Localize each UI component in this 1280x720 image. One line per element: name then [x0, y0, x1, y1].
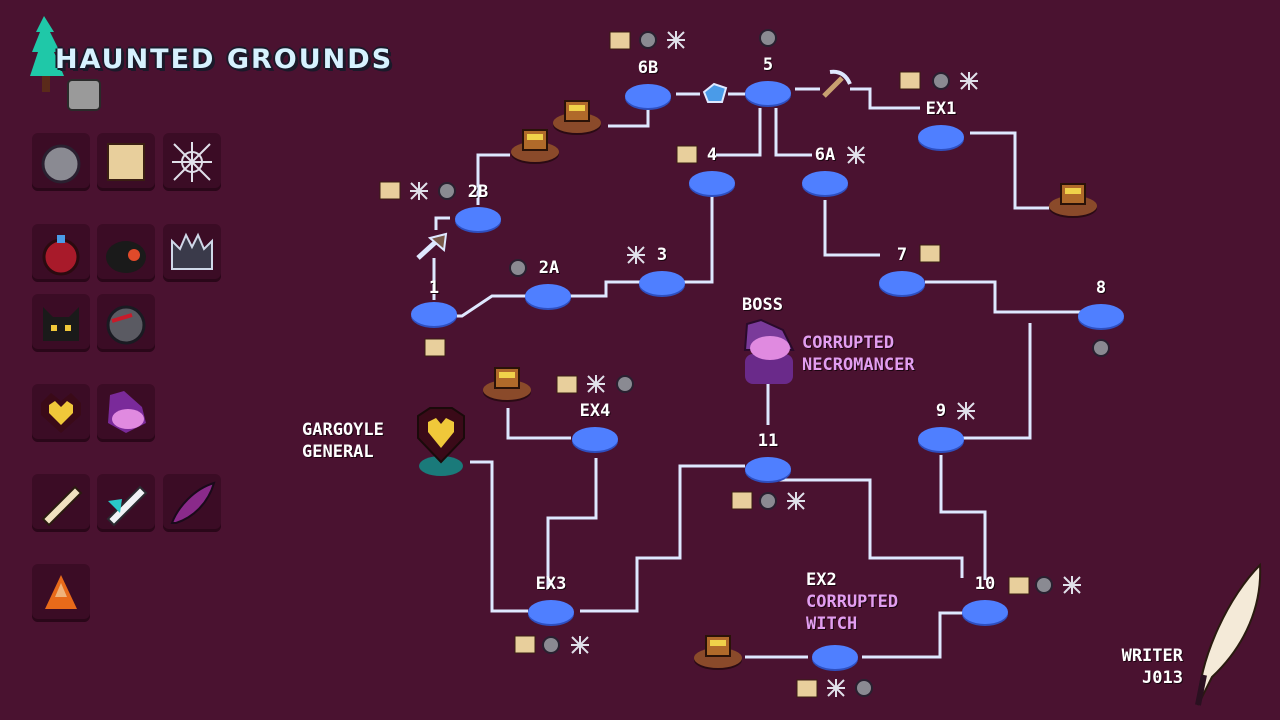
ex2-name-line2: WITCH [806, 614, 858, 634]
node-label-10: 10 [974, 574, 996, 594]
boss-tag: BOSS [742, 295, 783, 315]
gargoyle-general-icon [417, 407, 465, 476]
node-label-3: 3 [656, 245, 668, 265]
node-label-6a: 6A [814, 145, 836, 165]
node-label-5: 5 [762, 55, 774, 75]
writer-name: J013 [1142, 668, 1183, 688]
node-label-6b: 6B [637, 58, 659, 78]
tile-bomb[interactable] [32, 224, 90, 282]
quill-feather-icon [1195, 562, 1262, 706]
gold-heart-icon [41, 393, 81, 433]
bomb-icon [42, 235, 80, 276]
ex2-code: EX2 [806, 570, 837, 590]
bone-fish-icon [41, 485, 83, 527]
level-node-ex2[interactable] [812, 645, 858, 671]
rock-icon [41, 144, 81, 184]
purple-slime-icon [108, 391, 146, 433]
tile-parchment[interactable] [97, 133, 155, 191]
cobweb-icon [172, 142, 212, 182]
node-label-9: 9 [935, 401, 947, 421]
tile-rock[interactable] [32, 133, 90, 191]
tile-dark-helmet[interactable] [97, 224, 155, 282]
tile-purple-slime[interactable] [97, 384, 155, 442]
corrupted-necromancer-icon [743, 318, 795, 384]
level-node-ex3[interactable] [528, 600, 574, 626]
node-label-1: 1 [428, 278, 440, 298]
node-label-ex1: EX1 [925, 99, 957, 119]
level-node-7[interactable] [879, 271, 925, 297]
tile-ice-fish[interactable] [97, 474, 155, 532]
level-node-1[interactable] [411, 302, 457, 328]
cracked-rock-icon [106, 305, 146, 345]
writer-label: WRITER [1121, 646, 1183, 666]
node-label-4: 4 [706, 145, 718, 165]
ex2-label: EX2 CORRUPTED WITCH [806, 569, 898, 635]
level-node-11[interactable] [745, 457, 791, 483]
level-node-6b[interactable] [625, 84, 671, 110]
tile-cobweb[interactable] [163, 133, 221, 191]
ice-fish-icon [106, 485, 148, 527]
tile-cracked-rock[interactable] [97, 294, 155, 352]
level-node-10[interactable] [962, 600, 1008, 626]
boss-name-line2: NECROMANCER [802, 355, 915, 375]
treasure-chest-icon [511, 129, 559, 164]
parchment-icon [107, 143, 145, 181]
treasure-chest-icon [1049, 183, 1097, 218]
level-node-6a[interactable] [802, 171, 848, 197]
purple-feather-icon [170, 481, 216, 524]
level-node-9[interactable] [918, 427, 964, 453]
node-label-8: 8 [1095, 278, 1107, 298]
writer-credit: WRITER J013 [1103, 645, 1183, 689]
boss-name: CORRUPTED NECROMANCER [802, 332, 915, 376]
node-label-2b: 2B [467, 182, 489, 202]
orange-cone-icon [45, 575, 77, 609]
level-node-4[interactable] [689, 171, 735, 197]
spiked-crown-icon [171, 232, 213, 270]
boss-name-line1: CORRUPTED [802, 333, 895, 353]
parchment-icon [379, 31, 1030, 698]
tile-orange-cone[interactable] [32, 564, 90, 622]
node-label-ex3: EX3 [535, 574, 567, 594]
level-node-2b[interactable] [455, 207, 501, 233]
tree-tombstone-icon [30, 16, 101, 111]
treasure-chest-icon [694, 635, 742, 670]
gargoyle-general-label: GARGOYLE GENERAL [302, 419, 384, 463]
level-node-8[interactable] [1078, 304, 1124, 330]
rock-icon [438, 29, 1110, 697]
tile-purple-feather[interactable] [163, 474, 221, 532]
level-node-ex4[interactable] [572, 427, 618, 453]
level-node-3[interactable] [639, 271, 685, 297]
node-label-2a: 2A [538, 258, 560, 278]
gargoyle-line1: GARGOYLE [302, 420, 384, 440]
shadow-cat-icon [43, 307, 79, 341]
treasure-chest-icon [553, 100, 601, 135]
node-label-7: 7 [896, 245, 908, 265]
tile-gold-heart[interactable] [32, 384, 90, 442]
treasure-chest-icon [483, 367, 531, 402]
level-node-2a[interactable] [525, 284, 571, 310]
tile-spiked-crown[interactable] [163, 224, 221, 282]
gargoyle-line2: GENERAL [302, 442, 374, 462]
node-label-11: 11 [757, 431, 779, 451]
watering-can-icon [702, 82, 728, 103]
node-label-ex4: EX4 [579, 401, 611, 421]
tile-shadow-cat[interactable] [32, 294, 90, 352]
pickaxe-icon [822, 69, 852, 98]
level-node-5[interactable] [745, 81, 791, 107]
cobweb-icon [410, 31, 1081, 697]
tile-bone-fish[interactable] [32, 474, 90, 532]
level-node-ex1[interactable] [918, 125, 964, 151]
axe-icon [416, 232, 448, 260]
dark-helmet-icon [106, 241, 146, 273]
ex2-name-line1: CORRUPTED [806, 592, 899, 612]
page-title: HAUNTED GROUNDS [55, 44, 394, 75]
